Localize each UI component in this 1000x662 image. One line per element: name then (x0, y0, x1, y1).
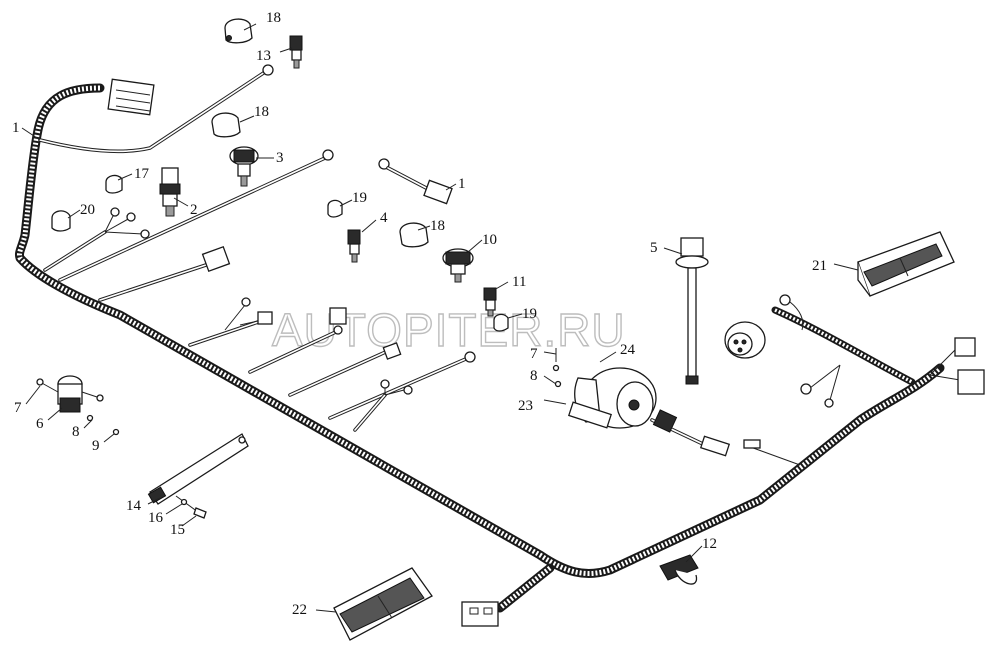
clip-12 (659, 554, 699, 585)
callout-21: 21 (812, 258, 827, 274)
sensor-2 (159, 167, 181, 217)
callout-23: 23 (518, 398, 533, 414)
main-harness (15, 83, 945, 613)
cap-18-top (224, 18, 253, 44)
horn-24 (567, 367, 731, 457)
bracket-14 (147, 433, 249, 519)
callout-14: 14 (126, 498, 142, 514)
cap-18-right (399, 222, 429, 248)
callout-19-left: 19 (352, 190, 367, 206)
callout-22: 22 (292, 602, 307, 618)
callout-18-right: 18 (430, 218, 445, 234)
callout-18-mid: 18 (254, 104, 269, 120)
callout-6: 6 (36, 416, 44, 432)
cap-18-mid (211, 112, 241, 138)
ground-cable-1 (378, 158, 453, 205)
level-sensor-5 (675, 237, 709, 385)
callout-19-right: 19 (522, 306, 537, 322)
callout-9: 9 (92, 438, 100, 454)
callout-15: 15 (170, 522, 185, 538)
cap-17 (105, 174, 123, 194)
callout-24: 24 (620, 342, 636, 358)
callout-2: 2 (190, 202, 198, 218)
sensor-4 (347, 229, 361, 263)
callout-3: 3 (276, 150, 284, 166)
cap-19-right (493, 313, 509, 332)
callout-17: 17 (134, 166, 150, 182)
callout-7-horn: 7 (530, 346, 538, 362)
callout-8-horn: 8 (530, 368, 538, 384)
pressure-sensor-10 (442, 248, 474, 283)
rear-lamp-22 (333, 567, 433, 641)
callout-7-relay: 7 (14, 400, 22, 416)
callout-20: 20 (80, 202, 95, 218)
branch-wires (43, 149, 476, 432)
rear-lamp-21 (857, 231, 955, 297)
right-branch (743, 294, 985, 466)
pressure-sensor-3 (229, 146, 259, 187)
callout-5: 5 (650, 240, 658, 256)
callout-16: 16 (148, 510, 164, 526)
ring-terminal (262, 64, 274, 76)
callout-11: 11 (512, 274, 526, 290)
callout-10: 10 (482, 232, 497, 248)
watermark: AUTOPITER.RU (272, 304, 626, 356)
callout-4: 4 (380, 210, 388, 226)
callout-1-ground-cable: 1 (458, 176, 466, 192)
callout-8-relay: 8 (72, 424, 80, 440)
main-connector-top (107, 78, 155, 116)
callout-13: 13 (256, 48, 271, 64)
harness-end-connector (461, 601, 499, 627)
callout-12: 12 (702, 536, 717, 552)
callout-labels: 1 1 2 3 4 5 6 7 7 8 8 9 10 11 12 13 14 1… (12, 10, 827, 618)
cap-19-left (327, 199, 343, 218)
leader-lines (21, 23, 859, 613)
sensor-13 (289, 35, 303, 69)
round-connector (724, 321, 766, 359)
sensor-11 (483, 287, 497, 317)
relay-6 (36, 375, 120, 436)
cap-20 (51, 210, 71, 232)
callout-1-harness: 1 (12, 120, 20, 136)
callout-18-top: 18 (266, 10, 281, 26)
